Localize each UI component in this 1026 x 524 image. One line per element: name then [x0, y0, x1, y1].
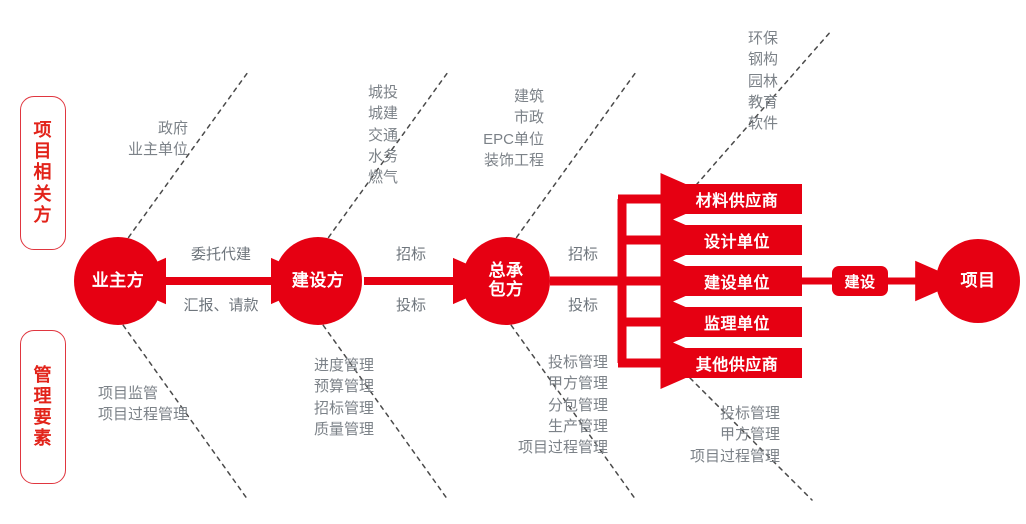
flow-label-owner-developer-top: 委托代建: [190, 246, 251, 263]
note-line: 生产管理: [547, 417, 608, 435]
node-general-contractor-label: 总承包方: [488, 261, 524, 299]
note-line: 水务: [367, 147, 398, 165]
dashed-leader-suppliers-mgmt: [689, 377, 813, 501]
dashed-leader-lower-group: [117, 317, 813, 501]
supplier-box-design-label: 设计单位: [703, 234, 770, 251]
supplier-box-material-label: 材料供应商: [695, 193, 779, 210]
side-label-management-text: 管理要素: [33, 364, 53, 449]
note-line: 环保: [747, 30, 778, 47]
note-line: 政府: [157, 120, 188, 137]
node-developer-label: 建设方: [291, 270, 345, 290]
supplier-box-construction[interactable]: 建设单位: [672, 266, 802, 296]
dashed-leader-suppliers: [689, 29, 833, 193]
note-line: 分包管理: [547, 396, 608, 414]
note-line: 园林: [747, 72, 778, 90]
note-line: 市政: [513, 109, 544, 127]
side-label-management: 管理要素: [20, 330, 66, 484]
note-line: 建筑: [513, 88, 544, 105]
flow-label-contractor-suppliers-top: 招标: [567, 246, 598, 263]
node-general-contractor[interactable]: 总承包方: [462, 237, 550, 325]
note-line: 城投: [367, 84, 398, 101]
side-label-stakeholders-text: 项目相关方: [33, 119, 53, 225]
stakeholder-notes-owner: 政府 业主单位: [78, 118, 188, 161]
note-line: 钢构: [747, 51, 778, 69]
node-developer[interactable]: 建设方: [274, 237, 362, 325]
note-line: 项目过程管理: [517, 439, 608, 457]
note-line: 教育: [747, 93, 778, 111]
arrow-contractor-suppliers-fanout: [550, 172, 720, 390]
note-line: 招标管理: [313, 399, 374, 417]
node-owner-label: 业主方: [91, 270, 145, 290]
management-notes-owner: 项目监管 项目过程管理: [98, 383, 238, 426]
stakeholder-notes-general-contractor: 建筑 市政 EPC单位 装饰工程: [448, 86, 544, 171]
management-notes-suppliers: 投标管理 甲方管理 项目过程管理: [640, 403, 780, 467]
note-line: 项目监管: [98, 385, 159, 402]
management-notes-general-contractor: 投标管理 甲方管理 分包管理 生产管理 项目过程管理: [452, 352, 608, 458]
flow-label-developer-contractor-top: 招标: [395, 246, 426, 263]
dashed-leader-contractor-mgmt: [505, 317, 637, 501]
supplier-box-other-label: 其他供应商: [695, 357, 779, 374]
dashed-leader-upper-group: [117, 29, 833, 253]
node-project-label: 项目: [960, 270, 996, 290]
note-line: 燃气: [367, 169, 398, 187]
pill-construct[interactable]: 建设: [832, 266, 888, 296]
side-label-stakeholders: 项目相关方: [20, 96, 66, 250]
note-line: 项目过程管理: [689, 447, 780, 465]
dashed-leader-owner-mgmt: [117, 317, 249, 501]
note-line: 城建: [367, 105, 398, 123]
dashed-leader-owner: [117, 71, 249, 253]
node-owner[interactable]: 业主方: [74, 237, 162, 325]
note-line: 投标管理: [719, 405, 780, 422]
management-notes-developer: 进度管理 预算管理 招标管理 质量管理: [262, 355, 374, 440]
supplier-box-supervision-label: 监理单位: [703, 316, 770, 333]
note-line: EPC单位: [483, 130, 544, 148]
pill-construct-label: 建设: [844, 273, 876, 291]
flow-label-contractor-suppliers-bottom: 投标: [567, 297, 598, 314]
supplier-box-other[interactable]: 其他供应商: [672, 348, 802, 378]
note-line: 软件: [747, 115, 778, 133]
node-project[interactable]: 项目: [936, 239, 1020, 323]
supplier-box-construction-label: 建设单位: [703, 275, 770, 292]
dashed-leader-developer: [317, 71, 449, 253]
note-line: 业主单位: [127, 141, 188, 159]
dashed-leader-developer-mgmt: [317, 317, 449, 501]
supplier-box-material[interactable]: 材料供应商: [672, 184, 802, 214]
note-line: 甲方管理: [547, 375, 608, 393]
stakeholder-notes-suppliers: 环保 钢构 园林 教育 软件: [668, 28, 778, 134]
flow-label-developer-contractor-bottom: 投标: [395, 297, 426, 314]
flow-label-owner-developer-bottom: 汇报、请款: [183, 297, 259, 314]
stakeholder-notes-developer: 城投 城建 交通 水务 燃气: [288, 82, 398, 188]
note-line: 甲方管理: [719, 426, 780, 444]
note-line: 投标管理: [547, 354, 608, 371]
note-line: 项目过程管理: [98, 406, 189, 424]
supplier-box-supervision[interactable]: 监理单位: [672, 307, 802, 337]
note-line: 进度管理: [313, 357, 374, 374]
note-line: 预算管理: [313, 378, 374, 396]
dashed-leader-contractor: [505, 71, 637, 253]
supplier-box-design[interactable]: 设计单位: [672, 225, 802, 255]
note-line: 交通: [367, 126, 398, 144]
note-line: 质量管理: [313, 420, 374, 438]
note-line: 装饰工程: [483, 151, 544, 169]
